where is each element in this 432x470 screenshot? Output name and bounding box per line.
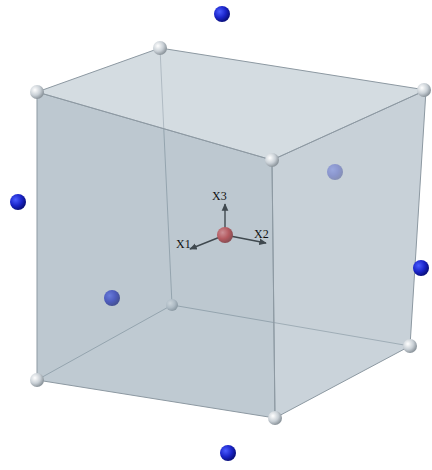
corner-atoms <box>30 41 431 425</box>
axis-label: X2 <box>254 228 269 240</box>
top-face <box>37 48 426 160</box>
face-atoms <box>10 6 429 461</box>
axis-label: X3 <box>212 190 227 202</box>
axis-label: X1 <box>176 238 191 250</box>
